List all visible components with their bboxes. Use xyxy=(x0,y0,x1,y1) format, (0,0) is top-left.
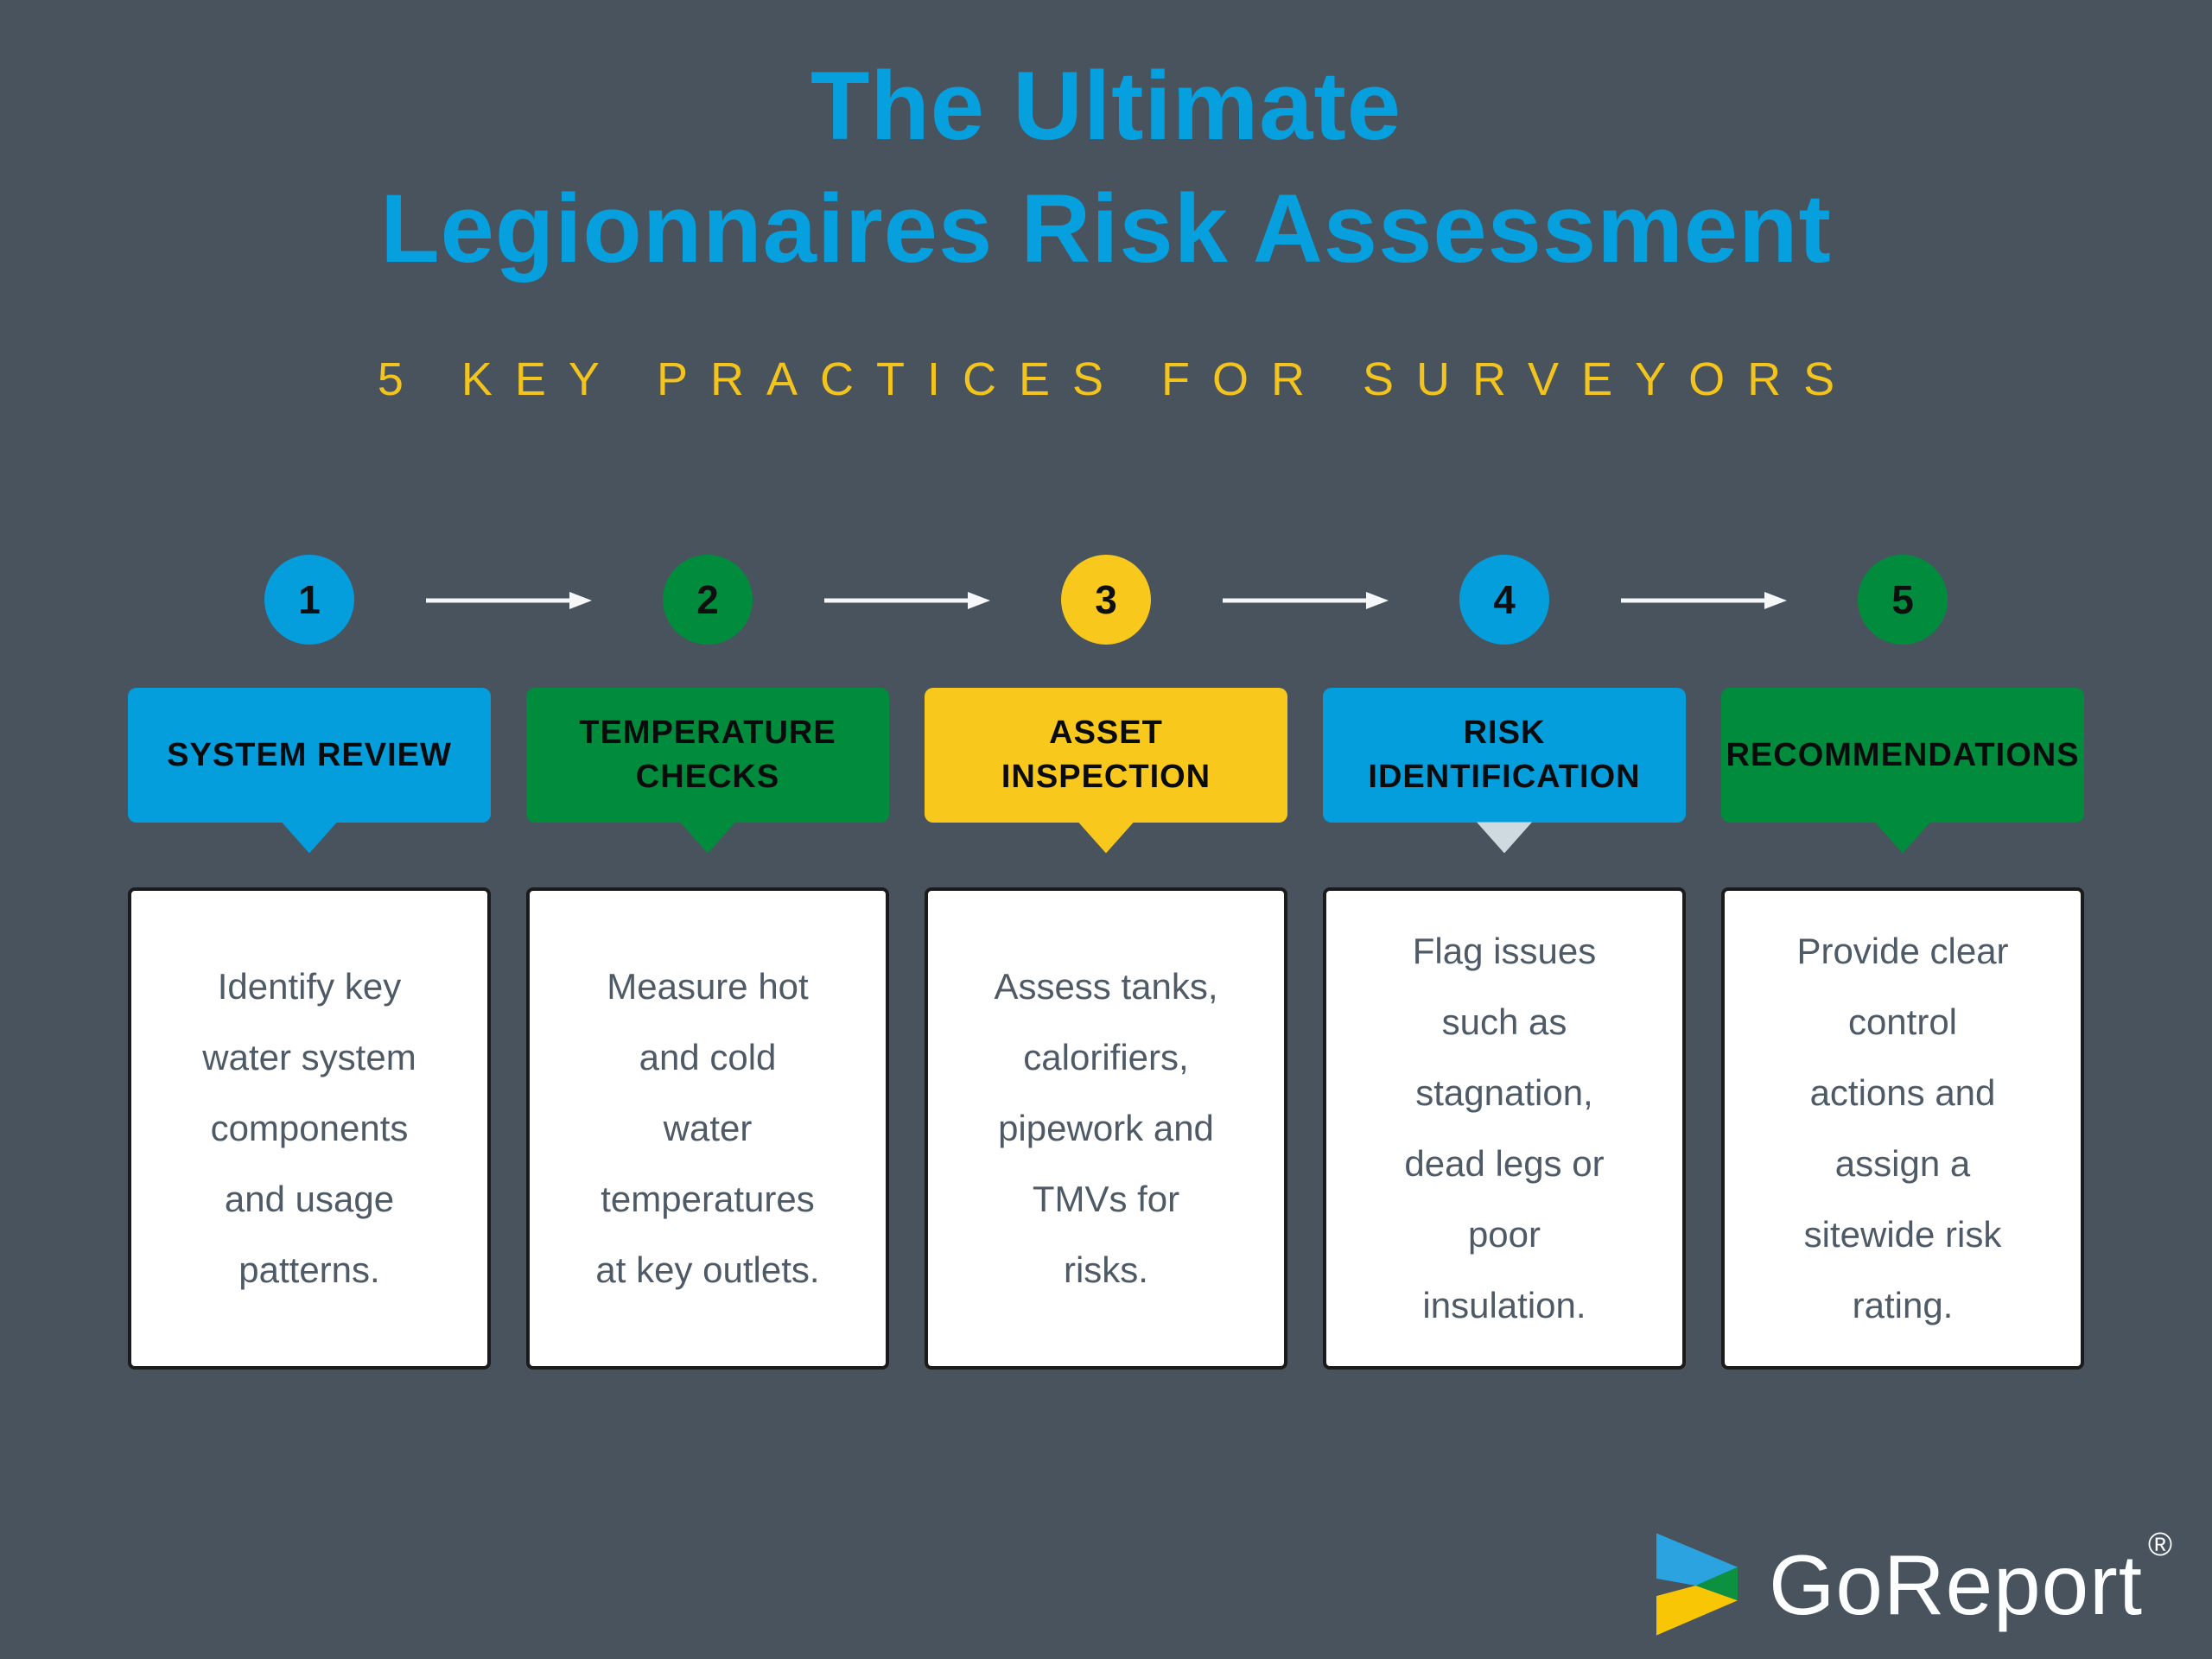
step-label: RECOMMENDATIONS xyxy=(1726,736,2080,773)
step-description-card: Flag issues such as stagnation, dead leg… xyxy=(1323,887,1686,1370)
step-label-box: RISK IDENTIFICATION xyxy=(1323,688,1686,823)
step-label-pointer xyxy=(1477,822,1532,854)
page-title: The Ultimate Legionnaires Risk Assessmen… xyxy=(0,45,2212,290)
step-number-circle: 4 xyxy=(1459,555,1549,645)
page-title-line2: Legionnaires Risk Assessment xyxy=(380,175,1832,283)
goreport-logo-icon xyxy=(1656,1533,1738,1636)
arrow-right-icon xyxy=(1621,592,1787,610)
step-label: RISK IDENTIFICATION xyxy=(1368,715,1641,796)
logo-blue-shape xyxy=(1656,1533,1738,1586)
step-cards-row: Identify key water system components and… xyxy=(128,887,2084,1370)
step-label-box: ASSET INSPECTION xyxy=(925,688,1287,823)
step-number-circle: 5 xyxy=(1858,555,1948,645)
step-number: 3 xyxy=(1095,577,1117,623)
step-label: ASSET INSPECTION xyxy=(1001,715,1211,796)
arrow-right-icon xyxy=(1223,592,1389,610)
arrow-right-icon xyxy=(426,592,592,610)
step-description: Measure hot and cold water temperatures … xyxy=(595,966,820,1291)
step-label-bubble: ASSET INSPECTION xyxy=(925,688,1287,854)
arrow-right-icon xyxy=(824,592,990,610)
step-description: Provide clear control actions and assign… xyxy=(1796,931,2009,1326)
brand-wordmark: GoReport xyxy=(1769,1537,2143,1632)
brand-footer: GoReport® xyxy=(1656,1527,2172,1637)
step-label-bubble: TEMPERATURE CHECKS xyxy=(526,688,889,854)
step-description: Identify key water system components and… xyxy=(202,966,416,1291)
step-description-card: Provide clear control actions and assign… xyxy=(1721,887,2084,1370)
step-number: 2 xyxy=(696,577,719,623)
step-number-circle: 3 xyxy=(1061,555,1151,645)
step-label-pointer xyxy=(680,822,735,854)
step-number-cell: 2 xyxy=(526,555,889,645)
step-number: 4 xyxy=(1493,577,1516,623)
step-label: TEMPERATURE CHECKS xyxy=(579,715,836,796)
steps-progress-row: 1 2 3 4 5 xyxy=(128,555,2084,645)
step-number-circle: 2 xyxy=(663,555,753,645)
step-labels-row: SYSTEM REVIEW TEMPERATURE CHECKS ASSET I… xyxy=(128,688,2084,854)
step-number: 1 xyxy=(298,577,321,623)
page-title-line1: The Ultimate xyxy=(810,52,1402,160)
step-label-bubble: RISK IDENTIFICATION xyxy=(1323,688,1686,854)
step-number-cell: 5 xyxy=(1721,555,2084,645)
step-label-pointer xyxy=(282,822,337,854)
logo-green-shape xyxy=(1695,1567,1738,1601)
step-description: Flag issues such as stagnation, dead leg… xyxy=(1404,931,1605,1326)
step-label-pointer xyxy=(1078,822,1134,854)
step-number-cell: 4 xyxy=(1323,555,1686,645)
step-description-card: Measure hot and cold water temperatures … xyxy=(526,887,889,1370)
step-number: 5 xyxy=(1891,577,1914,623)
step-label-box: TEMPERATURE CHECKS xyxy=(526,688,889,823)
step-description-card: Identify key water system components and… xyxy=(128,887,491,1370)
step-number-circle: 1 xyxy=(264,555,354,645)
step-description-card: Assess tanks, calorifiers, pipework and … xyxy=(925,887,1287,1370)
step-description: Assess tanks, calorifiers, pipework and … xyxy=(994,966,1218,1291)
registered-trademark-symbol: ® xyxy=(2148,1527,2172,1563)
step-number-cell: 1 xyxy=(128,555,491,645)
step-label: SYSTEM REVIEW xyxy=(167,736,452,773)
step-label-box: RECOMMENDATIONS xyxy=(1721,688,2084,823)
step-label-bubble: SYSTEM REVIEW xyxy=(128,688,491,854)
page-subtitle: 5 KEY PRACTICES FOR SURVEYORS xyxy=(377,353,1858,406)
logo-yellow-shape xyxy=(1656,1586,1738,1636)
header: The Ultimate Legionnaires Risk Assessmen… xyxy=(0,0,2212,406)
brand-wordmark-group: GoReport® xyxy=(1769,1527,2172,1627)
step-label-box: SYSTEM REVIEW xyxy=(128,688,491,823)
step-number-cell: 3 xyxy=(925,555,1287,645)
step-label-pointer xyxy=(1875,822,1930,854)
step-label-bubble: RECOMMENDATIONS xyxy=(1721,688,2084,854)
